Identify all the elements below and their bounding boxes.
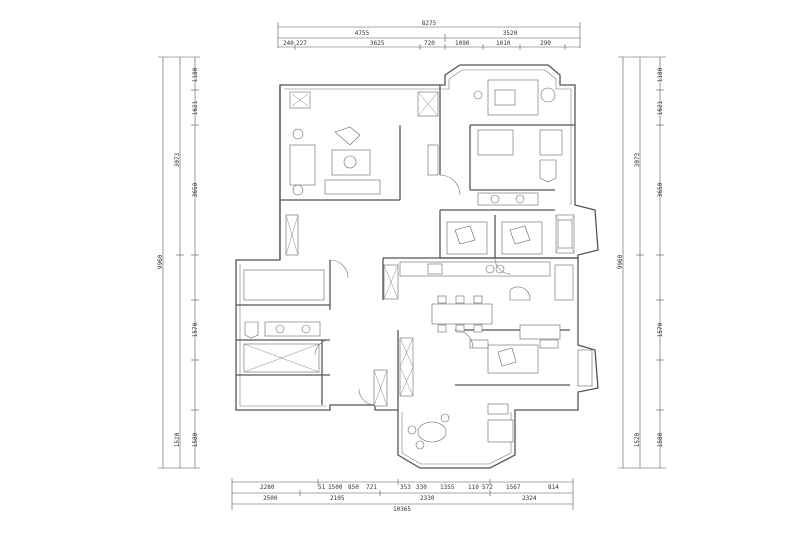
lower-bedroom-furniture — [469, 339, 593, 387]
exterior-walls — [235, 64, 599, 469]
bottom-dim-110: 110 — [468, 484, 479, 491]
bottom-dim-721: 721 — [366, 484, 377, 491]
bottom-dim-1500: 1500 — [328, 484, 343, 491]
top-dim-1010: 1010 — [496, 40, 511, 47]
top-overall-dimension: 8275 — [422, 20, 437, 27]
bottom-dim-1355: 1355 — [440, 484, 455, 491]
right-dim-1520: 1520 — [634, 432, 641, 447]
right-dim-1621: 1621 — [657, 100, 664, 115]
toilet-left — [244, 321, 259, 339]
tv-cabinet — [427, 144, 439, 176]
left-dim-1580: 1580 — [192, 432, 199, 447]
bottom-dim-572: 572 — [482, 484, 493, 491]
bottom-dim-814: 814 — [548, 484, 559, 491]
top-dim-3625: 3625 — [370, 40, 385, 47]
bottom-dim-2324: 2324 — [522, 495, 537, 502]
bottom-dim-2280: 2280 — [260, 484, 275, 491]
right-dimension-chain: 9960 3073 1520 1180 1621 3650 1570 1580 — [617, 56, 666, 469]
right-dim-1570: 1570 — [657, 322, 664, 337]
bottom-dim-850: 850 — [348, 484, 359, 491]
vanity — [264, 321, 321, 337]
top-dim-290: 290 — [540, 40, 551, 47]
bottom-dim-1567: 1567 — [506, 484, 521, 491]
top-dim-720: 720 — [424, 40, 435, 47]
interior-walls — [236, 85, 578, 410]
master-bedroom-furniture — [473, 79, 563, 206]
right-dim-3073: 3073 — [634, 152, 641, 167]
left-overall-dimension: 9960 — [157, 254, 164, 269]
bottom-dim-2500: 2500 — [263, 495, 278, 502]
top-dim-240: 240 — [283, 40, 294, 47]
left-dim-1621: 1621 — [192, 100, 199, 115]
top-dimension-4755: 4755 — [355, 30, 370, 37]
wardrobe — [477, 129, 514, 156]
bottom-dim-353: 353 — [400, 484, 411, 491]
left-dim-1180: 1180 — [192, 67, 199, 82]
top-dim-1090: 1090 — [455, 40, 470, 47]
door-swings — [314, 174, 512, 406]
dining-table — [431, 303, 493, 325]
side-table — [292, 128, 304, 140]
toilet — [539, 159, 557, 183]
right-dim-1180: 1180 — [657, 67, 664, 82]
living-room-furniture — [289, 91, 439, 196]
left-dim-1520: 1520 — [174, 432, 181, 447]
right-dim-3650: 3650 — [657, 182, 664, 197]
top-dimension-3520: 3520 — [503, 30, 518, 37]
kitchen-dining-furniture — [399, 261, 574, 340]
left-dimension-chain: 9960 3073 1520 1180 1621 3650 1570 1580 — [157, 56, 200, 469]
top-dimension-chain: 8275 4755 3520 240 227 3625 720 1090 101… — [277, 20, 581, 50]
right-dim-1580: 1580 — [657, 432, 664, 447]
left-bathroom-fixtures — [243, 269, 325, 373]
bottom-dim-2105: 2105 — [330, 495, 345, 502]
second-bedroom-furniture — [446, 219, 573, 255]
left-dim-1570: 1570 — [192, 322, 199, 337]
top-dim-227: 227 — [296, 40, 307, 47]
armchair — [487, 419, 514, 443]
bottom-dim-2330: 2330 — [420, 495, 435, 502]
sofa — [289, 144, 316, 186]
kitchen-counter — [399, 261, 551, 277]
right-overall-dimension: 9960 — [617, 254, 624, 269]
study-room-furniture — [407, 403, 514, 450]
bottom-dimension-chain: 2280 51 1500 850 721 353 330 1355 110 57… — [231, 478, 574, 513]
round-table — [417, 421, 447, 443]
bottom-overall-dimension: 10365 — [393, 506, 411, 513]
left-dim-3650: 3650 — [192, 182, 199, 197]
left-dim-3073: 3073 — [174, 152, 181, 167]
bottom-dim-330: 330 — [416, 484, 427, 491]
bottom-dim-51: 51 — [318, 484, 326, 491]
